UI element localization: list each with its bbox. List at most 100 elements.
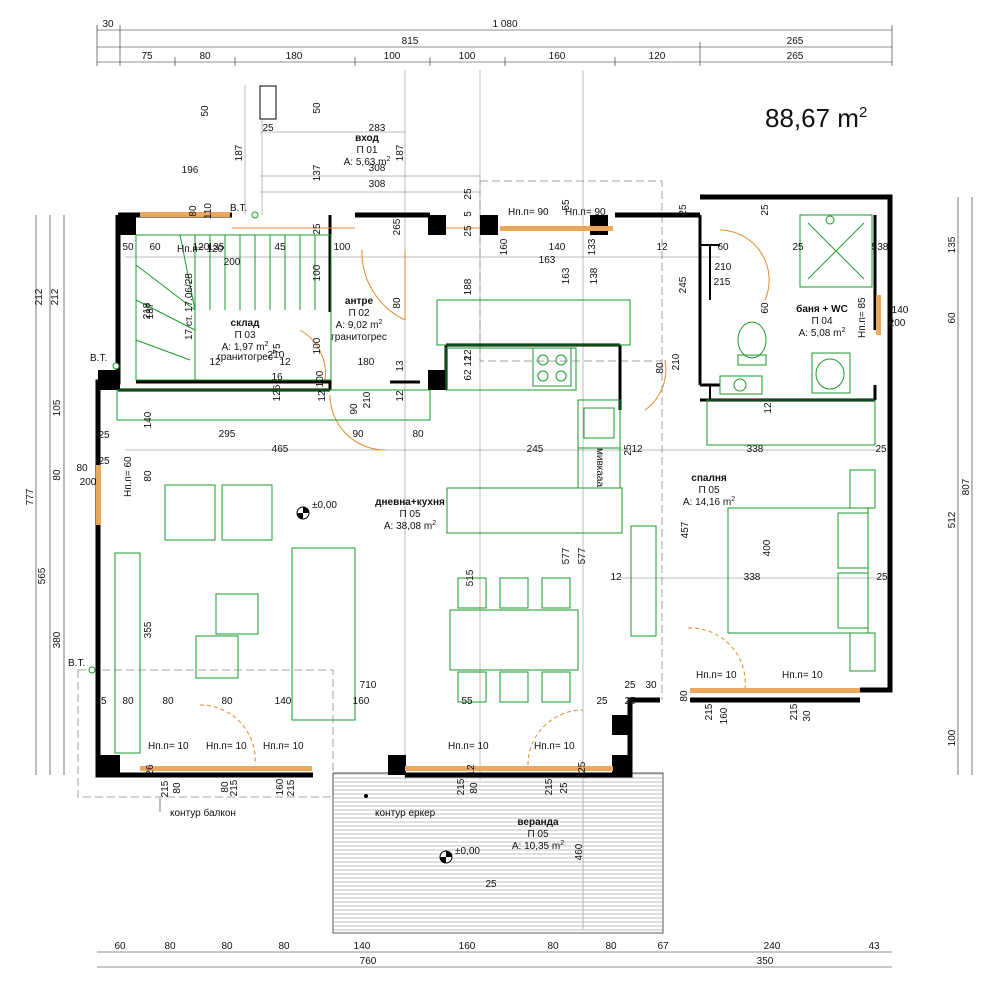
level-living: ±0,00 — [312, 500, 337, 511]
inner-dim: 25 — [312, 223, 323, 235]
total-area-value: 88,67 m — [765, 103, 859, 133]
svg-text:А: 1,97 m2: А: 1,97 m2 — [222, 341, 269, 353]
inner-dim: 100 — [334, 242, 351, 253]
inner-dim: 283 — [369, 123, 386, 134]
inner-dim: 355 — [143, 621, 154, 638]
inner-dim: 75 — [272, 343, 283, 355]
mivka-label: мивкааа — [594, 448, 605, 487]
inner-dim: 200 — [224, 257, 241, 268]
inner-dim: 135 — [208, 242, 225, 253]
living-furniture — [114, 389, 657, 754]
inner-dim: 13 — [395, 360, 406, 372]
inner-dim: 25 — [623, 444, 634, 456]
inner-dim: 80 — [469, 782, 480, 794]
dim-top-80: 80 — [199, 51, 211, 62]
veranda-deck — [332, 772, 664, 934]
inner-dim: 140 — [892, 305, 909, 316]
svg-text:Нп.п= 10: Нп.п= 10 — [534, 741, 575, 752]
dim-top-120: 120 — [649, 51, 666, 62]
svg-text:П 04: П 04 — [811, 316, 833, 327]
inner-dim: 12 — [610, 572, 622, 583]
svg-text:Нп.п= 10: Нп.п= 10 — [696, 670, 737, 681]
svg-text:П 05: П 05 — [527, 829, 549, 840]
inner-dim: 137 — [312, 164, 323, 181]
inner-dim: 25 — [624, 680, 636, 691]
inner-dim: 577 — [577, 547, 588, 564]
inner-dim: 80 — [76, 463, 88, 474]
inner-dim: 160 — [275, 778, 286, 795]
svg-text:80: 80 — [52, 469, 63, 481]
inner-dim: 338 — [744, 572, 761, 583]
inner-dim: 538 — [872, 242, 889, 253]
bedroom-furniture — [706, 399, 876, 672]
inner-dim: 12 — [317, 390, 328, 402]
inner-dim: 25 — [624, 696, 636, 707]
inner-dim: 160 — [719, 707, 730, 724]
dim-top-160: 160 — [549, 51, 566, 62]
level-marker-living: ±0,00 — [296, 500, 337, 520]
inner-dim: 215 — [229, 779, 240, 796]
svg-text:гранитогрес: гранитогрес — [217, 352, 273, 363]
inner-dim: 12 — [466, 764, 477, 776]
inner-dim: 25 — [463, 225, 474, 237]
inner-dim: 50 — [312, 102, 323, 114]
inner-dim: 45 — [274, 242, 286, 253]
inner-dim: 25 — [792, 242, 804, 253]
inner-dim: 80 — [162, 696, 174, 707]
inner-dim: 60 — [717, 242, 729, 253]
kontur-erker-label: контур еркер — [375, 808, 436, 819]
inner-dim: 126 — [272, 384, 283, 401]
inner-dim: 80 — [679, 690, 690, 702]
inner-dim: 12 — [395, 390, 406, 402]
inner-dim: 12 — [463, 349, 474, 361]
water-tap-markers: В.Т. В.Т. В.Т. — [68, 203, 259, 674]
inner-dim: 62 — [463, 369, 474, 381]
svg-text:60: 60 — [114, 941, 126, 952]
inner-dim: 80 — [143, 470, 154, 482]
svg-text:А: 14,16 m2: А: 14,16 m2 — [683, 496, 735, 508]
inner-dim: 25 — [98, 456, 110, 467]
dimensions-right: 135 60 807 512 100 — [947, 197, 973, 775]
inner-dim: 215 — [456, 778, 467, 795]
svg-text:склад: склад — [231, 318, 261, 329]
dim-top-1080: 1 080 — [492, 19, 517, 30]
svg-text:Нп.п= 10: Нп.п= 10 — [448, 741, 489, 752]
svg-text:П 03: П 03 — [234, 330, 256, 341]
inner-dim: 200 — [889, 318, 906, 329]
svg-text:гранитогрес: гранитогрес — [331, 332, 387, 343]
svg-text:Нп.п= 10: Нп.п= 10 — [782, 670, 823, 681]
inner-dim: 12 — [279, 357, 291, 368]
svg-text:512: 512 — [947, 511, 958, 528]
inner-dim: 465 — [272, 444, 289, 455]
svg-text:В.Т.: В.Т. — [90, 353, 107, 364]
inner-dim: 215 — [704, 703, 715, 720]
room-veranda: веранда П 05 А: 10,35 m2 — [512, 817, 564, 852]
inner-dim: 200 — [80, 477, 97, 488]
inner-dim: 26 — [145, 764, 156, 776]
dim-top-100a: 100 — [384, 51, 401, 62]
svg-text:баня + WC: баня + WC — [796, 303, 848, 315]
inner-dim: 225 — [577, 761, 588, 778]
inner-dim: 16 — [271, 372, 283, 383]
svg-text:135: 135 — [947, 236, 958, 253]
inner-dim: 55 — [461, 696, 473, 707]
room-dnevna: дневна+кухня П 05 А: 38,08 m2 — [375, 497, 445, 532]
inner-dim: 60 — [760, 302, 771, 314]
inner-dim: 35 — [95, 696, 107, 707]
svg-text:67: 67 — [657, 941, 669, 952]
svg-text:140: 140 — [354, 941, 371, 952]
dim-top-75: 75 — [141, 51, 153, 62]
inner-dim: 338 — [747, 444, 764, 455]
inner-dim: 80 — [655, 362, 666, 374]
svg-text:Нп.п= 60: Нп.п= 60 — [123, 456, 134, 497]
inner-dim: 25 — [875, 444, 887, 455]
inner-dim: 90 — [349, 403, 360, 415]
inner-dim: 160 — [353, 696, 370, 707]
stairs-label: 17 ст. 17,06/28 — [184, 273, 195, 340]
room-vhod: вход П 01 А: 5,63 m2 — [344, 133, 391, 168]
window-sill-heights: Нп.п= 90 Нп.п= 90 Нп.п= 120 Нп.п= 85 Нп.… — [123, 207, 868, 752]
inner-dim: 245 — [527, 444, 544, 455]
windows — [96, 212, 881, 771]
svg-text:212: 212 — [50, 288, 61, 305]
